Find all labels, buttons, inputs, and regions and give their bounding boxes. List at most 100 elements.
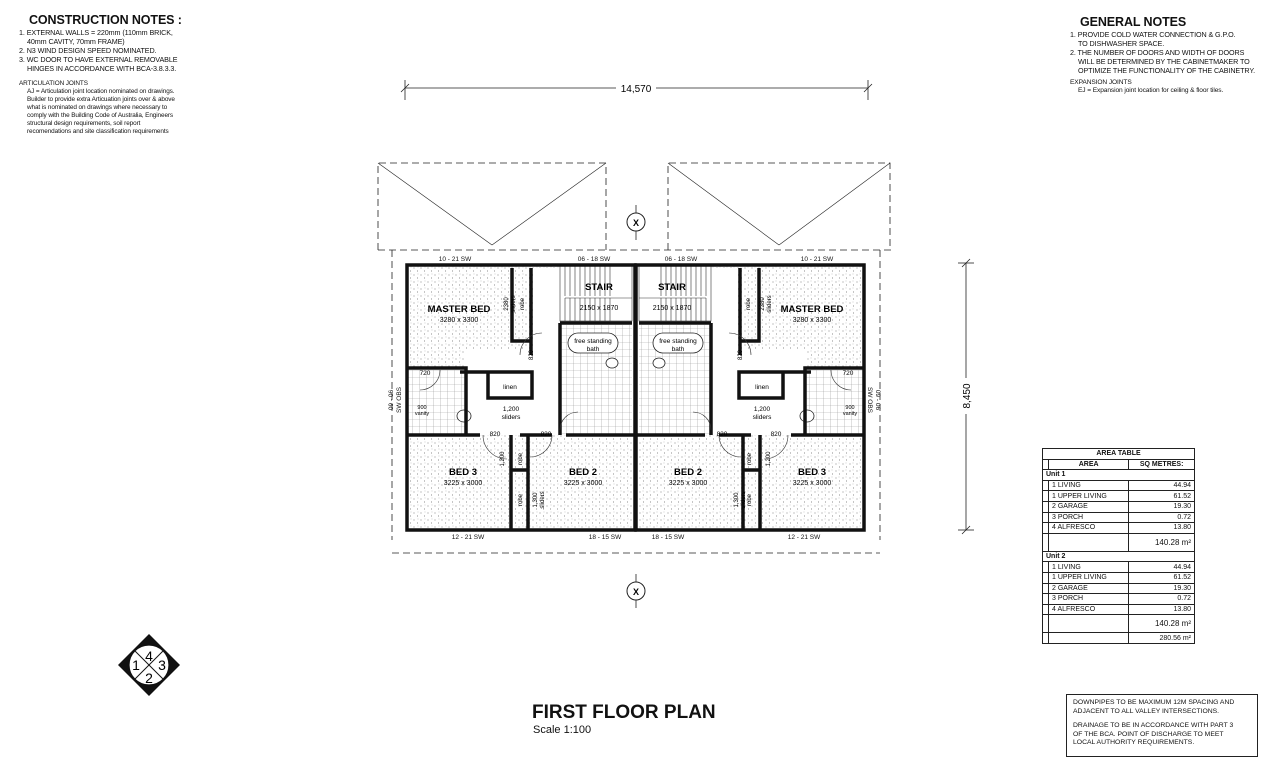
robe-label: robe — [747, 452, 753, 465]
sqm-cell: 0.72 — [1128, 593, 1195, 605]
drawing-scale: Scale 1:100 — [533, 724, 592, 736]
construction-notes-title: CONSTRUCTION NOTES : — [29, 13, 182, 27]
grand-total: 280.56 m² — [1128, 632, 1195, 644]
note-line: 1. PROVIDE COLD WATER CONNECTION & G.P.O… — [1070, 30, 1236, 39]
roof-outline — [377, 162, 895, 554]
room-bed-3: BED 3 — [449, 467, 477, 478]
room-dim: 3225 x 3000 — [669, 480, 708, 487]
area-cell: 3 PORCH — [1047, 593, 1130, 605]
area-cell: 1 UPPER LIVING — [1047, 490, 1130, 502]
sqm-cell: 44.94 — [1128, 561, 1195, 573]
sqm-cell: 44.94 — [1128, 479, 1195, 492]
window-type: SW OBS — [866, 387, 873, 414]
drawing-title: FIRST FLOOR PLAN — [532, 702, 716, 723]
slider-label: sliders — [540, 491, 546, 508]
robe-label: robe — [747, 493, 753, 506]
articulation-title: ARTICULATION JOINTS — [19, 80, 88, 87]
robe-width: 1,200 — [766, 451, 772, 467]
slider-label: sliders — [753, 414, 773, 421]
articulation-line: Builder to provide extra Articuation joi… — [27, 96, 175, 103]
section-marker-label: X — [633, 218, 639, 228]
room-bed-2: BED 2 — [569, 467, 597, 478]
compass-4: 4 — [145, 648, 153, 664]
robe-label: robe — [518, 493, 524, 506]
articulation-joints: ARTICULATION JOINTS AJ = Articulation jo… — [19, 80, 209, 136]
robe-width: 1,300 — [734, 492, 740, 508]
window-label: 09 - 06 — [388, 390, 395, 411]
robe-width: 2380 — [504, 297, 510, 311]
area-cell: 1 UPPER LIVING — [1047, 571, 1130, 584]
door-size: 820 — [490, 431, 501, 438]
note-line: OF THE BCA. POINT OF DISCHARGE TO MEET — [1073, 730, 1224, 738]
expansion-line: EJ = Expansion joint location for ceilin… — [1078, 87, 1224, 94]
window-label: 10 - 21 SW — [801, 256, 834, 263]
slider-label: sliders — [502, 414, 522, 421]
toilet — [456, 409, 472, 423]
vanity-label: vanity — [843, 411, 858, 417]
unit-label: Unit 1 — [1042, 469, 1195, 481]
door-size: 820 — [717, 431, 728, 438]
window-label: 18 - 15 SW — [652, 534, 685, 541]
room-bed-3: BED 3 — [798, 467, 826, 478]
general-notes: GENERAL NOTES 1. PROVIDE COLD WATER CONN… — [1070, 16, 1270, 95]
unit-total: 140.28 m² — [1128, 532, 1195, 552]
room-dim: 2150 x 1870 — [653, 305, 692, 312]
robe-label: robe — [518, 452, 524, 465]
area-cell: 2 GARAGE — [1047, 500, 1130, 513]
area-cell: 4 ALFRESCO — [1047, 603, 1130, 616]
robe-width: 1,200 — [500, 451, 506, 467]
note-line: 40mm CAVITY, 70mm FRAME) — [27, 37, 125, 46]
slider-width: 1,200 — [503, 406, 520, 413]
window-label: 12 - 21 SW — [452, 534, 485, 541]
room-dim: 3225 x 3000 — [564, 480, 603, 487]
window-label: 06 - 18 SW — [578, 256, 611, 263]
door-size: 720 — [420, 370, 431, 377]
window-label: 06 - 18 SW — [665, 256, 698, 263]
col-sqm: SQ METRES: — [1128, 458, 1195, 471]
bath-label: free standing — [574, 338, 612, 345]
articulation-line: structural design requirements, soil rep… — [27, 120, 141, 127]
note-line: 1. EXTERNAL WALLS = 220mm (110mm BRICK, — [19, 28, 173, 37]
note-line: ADJACENT TO ALL VALLEY INTERSECTIONS. — [1073, 707, 1220, 715]
area-cell: 1 LIVING — [1047, 479, 1130, 492]
articulation-line: AJ = Articulation joint location nominat… — [27, 88, 175, 95]
robe-width: 2380 — [760, 297, 766, 311]
note-line: DRAINAGE TO BE IN ACCORDANCE WITH PART 3 — [1073, 722, 1234, 730]
bath — [567, 332, 619, 354]
construction-notes: CONSTRUCTION NOTES : 1. EXTERNAL WALLS =… — [19, 14, 209, 136]
robe-width: 1,300 — [533, 492, 539, 508]
note-line: DOWNPIPES TO BE MAXIMUM 12M SPACING AND — [1073, 699, 1235, 706]
articulation-line: recomendations and site classification r… — [27, 128, 169, 135]
window-label: 09 - 06 — [874, 390, 881, 411]
door-size: 820 — [771, 431, 782, 438]
stair — [559, 265, 633, 322]
area-cell: 1 LIVING — [1047, 561, 1130, 573]
slider-label: sliders — [767, 295, 773, 312]
room-dim: 3225 x 3000 — [444, 480, 483, 487]
window-label: 10 - 21 SW — [439, 256, 472, 263]
downpipe-notes: DOWNPIPES TO BE MAXIMUM 12M SPACING AND … — [1066, 694, 1258, 757]
note-line: HINGES IN ACCORDANCE WITH BCA-3.8.3.3. — [27, 64, 177, 73]
sqm-cell: 13.80 — [1128, 522, 1195, 534]
window-type: SW OBS — [396, 386, 403, 413]
room-bed-2: BED 2 — [674, 467, 702, 478]
room-stair: STAIR — [585, 282, 613, 293]
area-cell: 2 GARAGE — [1047, 582, 1130, 595]
toilet — [605, 357, 619, 369]
door-size: 820 — [738, 349, 744, 360]
room-dim: 2150 x 1870 — [580, 305, 619, 312]
linen-label: linen — [503, 384, 517, 391]
section-marker-bottom — [626, 574, 646, 608]
note-line: OPTIMIZE THE FUNCTIONALITY OF THE CABINE… — [1078, 66, 1256, 75]
door-size: 720 — [843, 370, 854, 377]
articulation-line: what is nominated on drawings where nece… — [27, 104, 168, 111]
